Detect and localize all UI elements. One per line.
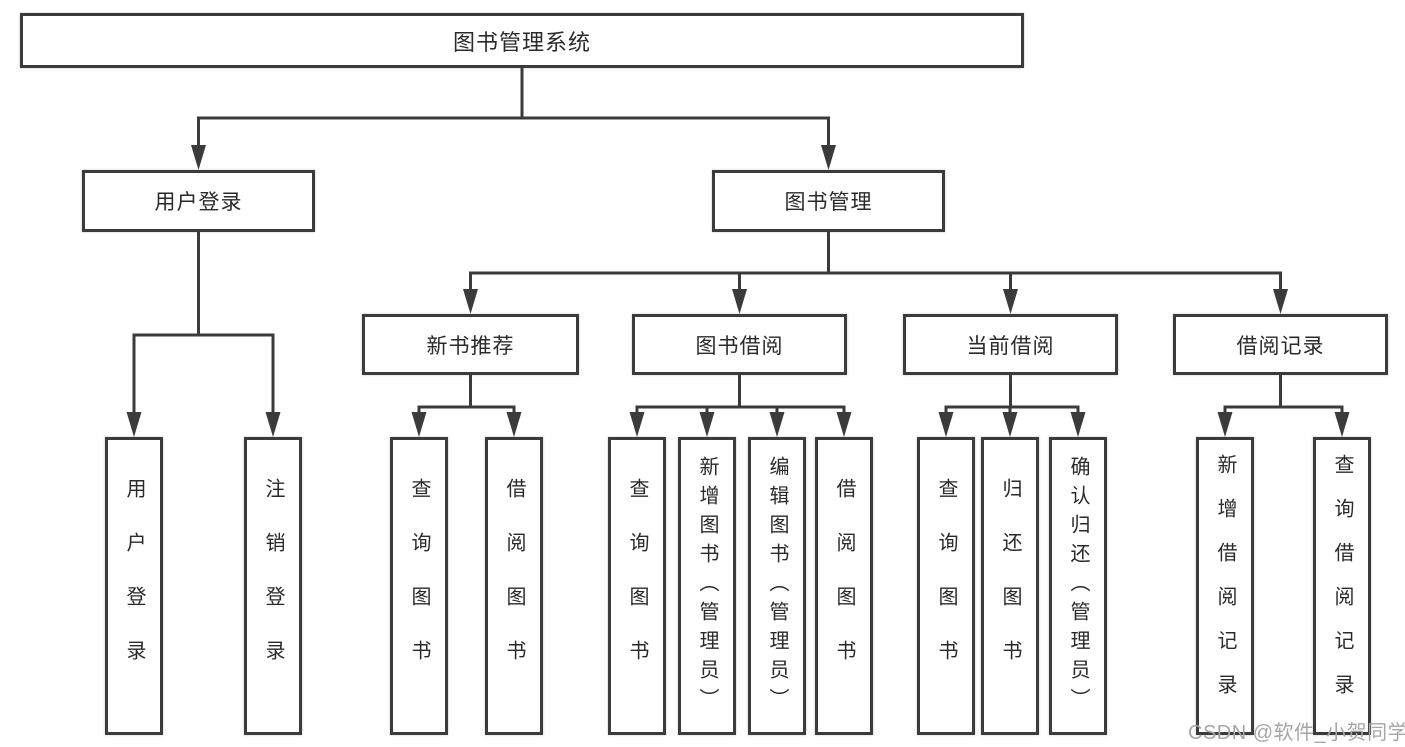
leaf-current-query: 查询图书 [917,437,975,735]
leaf-newbook-borrow: 借阅图书 [485,437,543,735]
node-current-borrow-label: 当前借阅 [966,334,1055,358]
node-borrow-records-label: 借阅记录 [1236,334,1325,358]
node-new-book-recommend: 新书推荐 [362,314,579,375]
leaf-user-login-label: 用户登录 [123,478,145,694]
node-current-borrow: 当前借阅 [903,314,1118,375]
leaf-borrow-add-label: 新增图书（管理员） [696,455,718,717]
leaf-current-confirm-label: 确认归还（管理员） [1067,455,1089,717]
leaf-newbook-borrow-label: 借阅图书 [503,478,525,694]
leaf-borrow-query: 查询图书 [608,437,666,735]
leaf-borrow-borrow: 借阅图书 [815,437,873,735]
leaf-current-confirm: 确认归还（管理员） [1049,437,1107,735]
leaf-borrow-query-label: 查询图书 [626,478,648,694]
watermark: CSDN @软件_小贺同学 [1188,722,1405,744]
node-user-login-label: 用户登录 [154,191,243,214]
leaf-newbook-query: 查询图书 [390,437,448,735]
node-user-login: 用户登录 [82,170,315,232]
leaf-records-add: 新增借阅记录 [1196,437,1254,735]
leaf-current-return-label: 归还图书 [999,478,1021,694]
leaf-borrow-add: 新增图书（管理员） [678,437,736,735]
node-book-borrow: 图书借阅 [632,314,847,375]
node-book-borrow-label: 图书借阅 [695,334,784,358]
node-root: 图书管理系统 [20,13,1024,68]
leaf-records-add-label: 新增借阅记录 [1214,454,1236,718]
leaf-borrow-edit: 编辑图书（管理员） [748,437,806,735]
leaf-logout-label: 注销登录 [262,478,284,694]
leaf-user-login: 用户登录 [105,437,163,735]
leaf-newbook-query-label: 查询图书 [408,478,430,694]
leaf-logout: 注销登录 [244,437,302,735]
leaf-borrow-borrow-label: 借阅图书 [833,478,855,694]
leaf-borrow-edit-label: 编辑图书（管理员） [766,455,788,717]
node-book-management: 图书管理 [712,170,945,232]
leaf-current-return: 归还图书 [981,437,1039,735]
node-new-book-recommend-label: 新书推荐 [426,334,515,358]
node-borrow-records: 借阅记录 [1173,314,1388,375]
node-book-management-label: 图书管理 [784,191,873,214]
leaf-current-query-label: 查询图书 [935,478,957,694]
leaf-records-query: 查询借阅记录 [1313,437,1371,735]
node-root-label: 图书管理系统 [452,29,591,55]
leaf-records-query-label: 查询借阅记录 [1331,454,1353,718]
